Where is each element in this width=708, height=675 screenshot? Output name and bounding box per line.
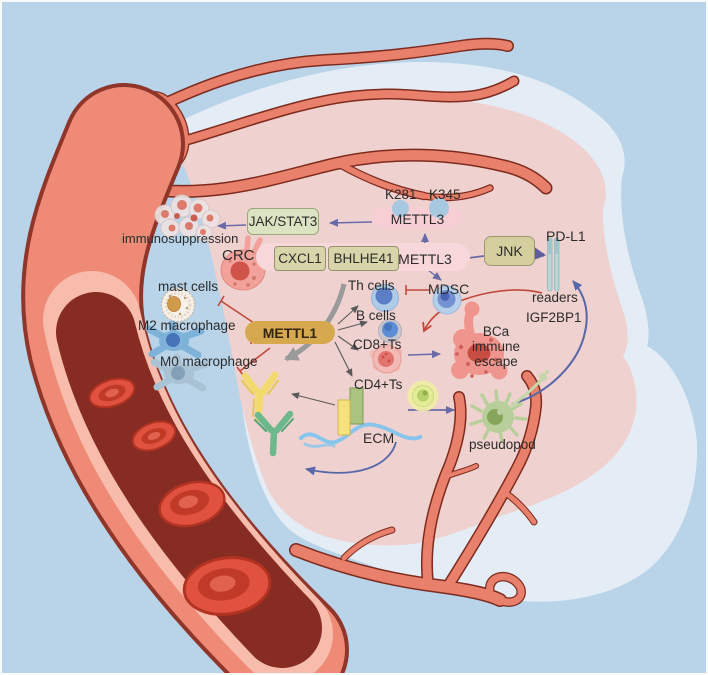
cd4-t-cell-icon [407,380,439,412]
cd8-ts-label: CD8+Ts [353,337,402,352]
mast-cells-label: mast cells [158,279,219,294]
m2-macrophage-icon [145,320,205,359]
jnk-box: JNK [484,236,535,266]
ecm-fiber-icon [299,422,424,448]
arrow-mettl1-b [337,320,368,331]
th-cells-label: Th cells [348,278,395,293]
k345-label: K345 [429,187,461,202]
igf2bp1-label: IGF2BP1 [526,310,582,325]
mettl3-bar-label: METTL3 [398,251,452,267]
crc-label: CRC [222,247,255,264]
b-cells-label: B cells [356,308,396,323]
immunosuppression-label: immunosuppression [122,231,239,246]
m2-macrophage-label: M2 macrophage [138,318,236,333]
bar-green [349,387,364,425]
bca-line2: immune [471,339,520,354]
pseudopod-label: pseudopod [469,437,536,452]
arrow-jnk-to-pdl1 [533,247,546,261]
k345-site-icon [429,198,449,218]
mdsc-label: MDSC [428,281,470,297]
arrow-bars-to-antibody [291,392,336,406]
mettl1-arrows [334,305,368,377]
mdsc-cell-icon [432,285,462,315]
pd-l1-receptor-icon [547,237,560,292]
arrow-mettl3bar-to-mdsc [427,269,442,281]
bca-tumor-cell-icon [451,301,508,380]
main-blood-vessel [21,83,349,673]
k281-label: K281 [385,187,417,202]
readers-label: readers [532,290,578,305]
mettl1-pill: METTL1 [245,321,335,344]
antibody-green-icon [254,410,294,457]
pseudopod-cell-icon [469,370,549,443]
bar-yellow [337,399,351,436]
arrow-mettl1-cd4 [334,341,353,377]
th-cell-icon [371,284,399,312]
bca-line1: BCa [482,324,510,339]
bca-immune-escape-label: BCa immune escape [463,324,529,369]
bhlhe41-box: BHLHE41 [328,246,399,271]
line-mettl3bar-to-jnk [467,255,485,259]
jak-stat3-box: JAK/STAT3 [247,208,319,235]
cd4-ts-label: CD4+Ts [354,377,403,392]
arrow-mettl1-cd8 [337,335,359,351]
m0-macrophage-icon [150,353,210,392]
cd8-t-cell-icon [369,344,403,374]
arrow-bca-to-pdl1 [511,280,588,405]
k281-site-icon [392,200,409,217]
cxcl1-box: CXCL1 [274,246,326,271]
m0-macrophage-label: M0 macrophage [160,354,258,369]
pd-l1-label: PD-L1 [546,228,586,244]
immunosuppression-cells-icon [154,194,221,242]
arrow-jakstat3-to-immunosuppression [217,221,247,230]
bottom-vessels [289,370,543,607]
b-cell-icon [378,319,402,343]
bca-line3: escape [474,354,518,369]
bar-icons [337,387,364,436]
ecm-label: ECM [363,430,395,446]
arrow-mettl1-th [337,305,359,325]
arrow-cd8-to-bca [407,350,441,359]
mettl3-top-label: METTL3 [390,211,445,227]
arrow-mettl3-to-jakstat3 [329,218,373,227]
red-blood-cell [88,377,272,616]
inhibit-mettl1-m0 [239,347,271,372]
arrow-ecm-loop [305,441,397,476]
inhibit-mettl1-mast [220,300,255,324]
mast-cell-icon [160,287,196,323]
